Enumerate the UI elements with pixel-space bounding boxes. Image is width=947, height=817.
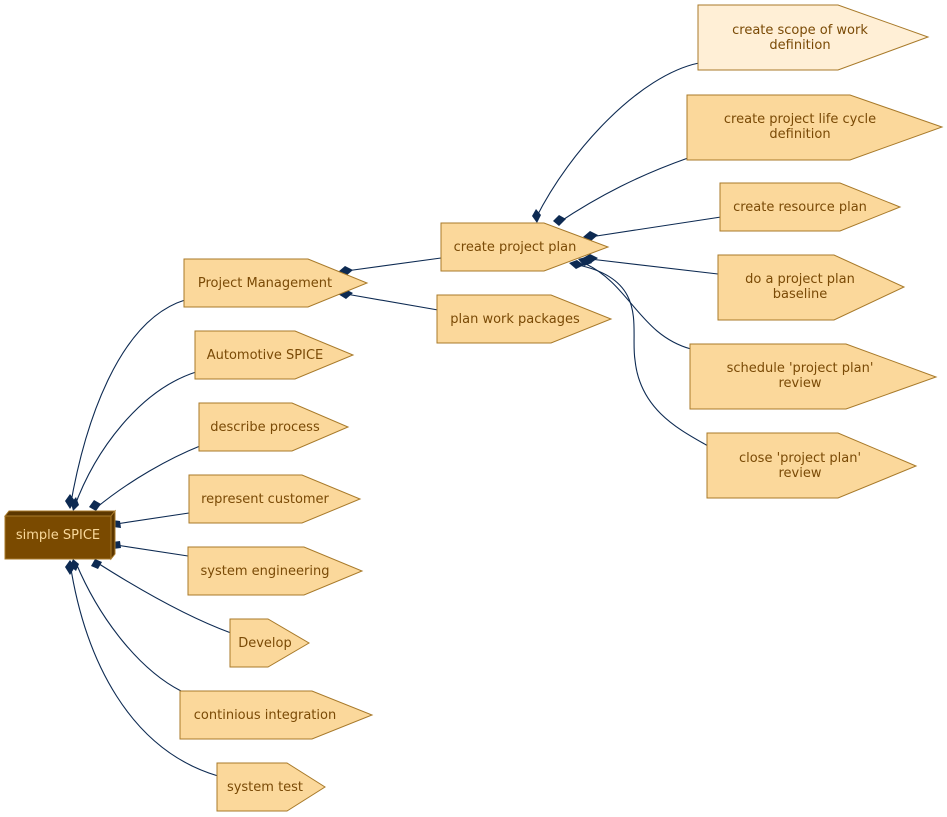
node-label: Project Management [198, 276, 332, 291]
node-shape [717, 254, 906, 321]
node-create-resource-plan[interactable]: create resource plan [719, 182, 902, 232]
diamond-icon [65, 560, 75, 575]
node-shape [440, 222, 610, 272]
node-label: Automotive SPICE [207, 348, 324, 363]
diamonds [65, 209, 598, 575]
node-label: system engineering [201, 564, 330, 579]
edge-root-system-engineering [115, 544, 189, 557]
diamond-icon [578, 257, 592, 266]
node-automotive-spice[interactable]: Automotive SPICE [194, 330, 355, 380]
edge-cpp-close-review [577, 264, 709, 447]
node-develop[interactable]: Develop [229, 618, 310, 668]
edge-root-system-test [69, 562, 219, 777]
root-node[interactable]: simple SPICE [3, 509, 117, 561]
edge-cpp-create-life-cycle [557, 157, 689, 224]
node-label: do a project plan [745, 272, 855, 287]
node-label: Develop [238, 636, 292, 651]
diamond-icon [91, 559, 102, 569]
node-label: plan work packages [450, 312, 580, 327]
diamond-icon [71, 497, 79, 511]
node-label: represent customer [201, 492, 329, 507]
node-baseline[interactable]: do a project plan baseline [717, 254, 906, 321]
edge-root-project-management [69, 299, 186, 509]
root-node-label: simple SPICE [16, 528, 100, 543]
edge-cpp-create-resource-plan [589, 216, 722, 238]
edge-cpp-baseline [589, 258, 719, 275]
node-label: create project life cycle [724, 112, 876, 127]
node-label: system test [227, 780, 303, 795]
node-shape [216, 762, 326, 812]
node-shape [229, 618, 310, 668]
diamond-icon [583, 254, 598, 263]
node-system-test[interactable]: system test [216, 762, 326, 812]
edge-cpp-create-scope [535, 62, 700, 219]
node-label: review [779, 466, 822, 481]
node-system-engineering[interactable]: system engineering [187, 546, 364, 596]
edge-root-continious-integration [75, 562, 182, 692]
edge-root-describe-process [95, 445, 201, 509]
node-label: definition [769, 127, 830, 142]
diamond-icon [70, 559, 79, 571]
node-shape [187, 546, 364, 596]
node-shape [706, 432, 918, 499]
node-shape [697, 4, 930, 71]
diamond-icon [532, 209, 541, 223]
edge-pm-plan-work-packages [345, 293, 439, 311]
root-node-box [4, 515, 112, 560]
node-label: definition [769, 38, 830, 53]
diamond-icon [553, 215, 566, 226]
node-shape [719, 182, 902, 232]
diamond-icon [569, 260, 584, 269]
node-close-review[interactable]: close 'project plan' review [706, 432, 918, 499]
node-label: close 'project plan' [739, 451, 861, 466]
diamond-icon [89, 500, 101, 511]
node-shape [179, 690, 374, 740]
node-represent-customer[interactable]: represent customer [188, 474, 362, 524]
node-continious-integration[interactable]: continious integration [179, 690, 374, 740]
node-project-management[interactable]: Project Management [183, 258, 369, 308]
node-create-life-cycle[interactable]: create project life cycle definition [686, 94, 944, 161]
node-describe-process[interactable]: describe process [198, 402, 350, 452]
node-shape [194, 330, 355, 380]
node-label: review [779, 376, 822, 391]
node-create-project-plan[interactable]: create project plan [440, 222, 610, 272]
root-node-top [3, 510, 117, 517]
node-shape [436, 294, 613, 344]
node-label: baseline [773, 287, 827, 302]
node-schedule-review[interactable]: schedule 'project plan' review [689, 343, 938, 410]
edges [69, 62, 722, 777]
edge-root-automotive-spice [73, 371, 197, 509]
node-shape [689, 343, 938, 410]
node-create-scope[interactable]: create scope of work definition [697, 4, 930, 71]
node-label: create scope of work [732, 23, 868, 38]
node-label: describe process [210, 420, 320, 435]
node-label: schedule 'project plan' [727, 361, 874, 376]
root-node-side [110, 509, 116, 561]
node-label: create project plan [454, 240, 577, 255]
edge-root-represent-customer [115, 512, 190, 525]
node-shape [188, 474, 362, 524]
edge-pm-create-project-plan [345, 257, 442, 272]
edge-root-develop [95, 561, 232, 634]
diamond-icon [65, 494, 75, 509]
node-shape [183, 258, 369, 308]
edge-cpp-schedule-review [585, 263, 692, 350]
node-shape [198, 402, 350, 452]
node-label: create resource plan [733, 200, 867, 215]
node-label: continious integration [194, 708, 336, 723]
node-plan-work-packages[interactable]: plan work packages [436, 294, 613, 344]
node-shape [686, 94, 944, 161]
